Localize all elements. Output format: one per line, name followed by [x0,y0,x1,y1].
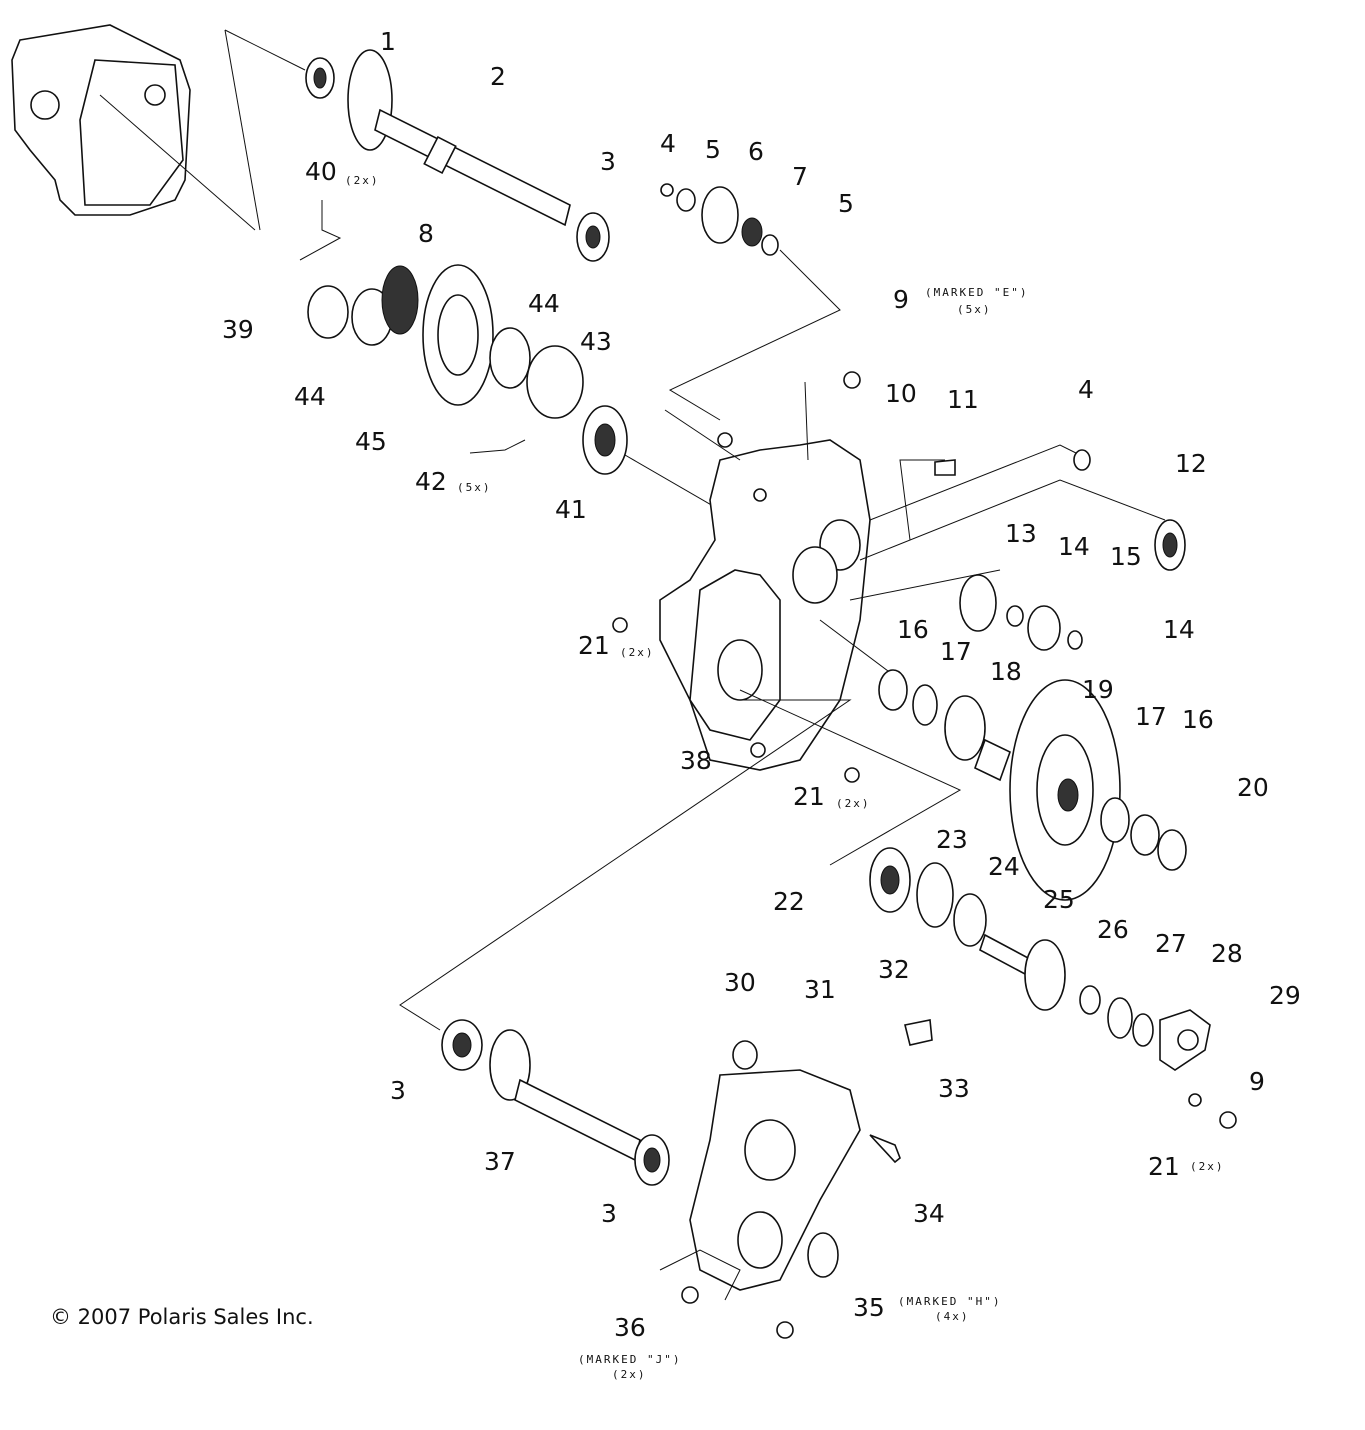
callout-18: 18 [990,657,1022,686]
callout-25: 25 [1043,885,1075,914]
callout-29: 29 [1269,981,1301,1010]
callout-1: 1 [380,27,396,56]
callout-23: 23 [936,825,968,854]
callout-note-40: (2x) [345,174,380,187]
part-right-upper-group [899,449,1186,651]
callout-note2-9a: (5x) [957,303,992,316]
callout-45: 45 [355,427,387,456]
callout-28: 28 [1211,939,1243,968]
callout-6: 6 [748,137,764,166]
part-main-shaft [305,49,610,262]
callout-8: 8 [418,219,434,248]
callout-41: 41 [555,495,587,524]
callout-11: 11 [947,385,979,414]
callout-38: 38 [680,746,712,775]
callout-22: 22 [773,887,805,916]
callout-42: 42 [415,467,447,496]
callout-3c: 3 [601,1199,617,1228]
callout-3a: 3 [600,147,616,176]
callout-3b: 3 [390,1076,406,1105]
callout-34: 34 [913,1199,945,1228]
callout-9a: 9 [893,285,909,314]
callout-12: 12 [1175,449,1207,478]
callout-16b: 16 [1182,705,1214,734]
callout-44a: 44 [528,289,560,318]
callout-21c: 21 [1148,1152,1180,1181]
callout-35: 35 [853,1293,885,1322]
housing-thumbnail [11,24,306,231]
callout-36: 36 [614,1313,646,1342]
callout-17a: 17 [940,637,972,666]
part-bottom-group [441,1019,933,1339]
part-middle-shaft [878,669,1187,901]
callout-15: 15 [1110,542,1142,571]
callout-2: 2 [490,62,506,91]
callout-39: 39 [222,315,254,344]
callout-17b: 17 [1135,702,1167,731]
callout-note-42: (5x) [457,481,492,494]
callout-4a: 4 [660,129,676,158]
callout-37: 37 [484,1147,516,1176]
part-gear-group-top [660,183,841,421]
callout-4b: 4 [1078,375,1094,404]
callout-40: 40 [305,157,337,186]
callout-9b: 9 [1249,1067,1265,1096]
callout-20: 20 [1237,773,1269,802]
callout-13: 13 [1005,519,1037,548]
callout-44b: 44 [294,382,326,411]
callout-note-21c: (2x) [1190,1160,1225,1173]
part-left-bearing-group [299,200,721,511]
callout-note-9a: (MARKED "E") [925,286,1028,299]
part-main-case [399,381,1166,1031]
callout-27: 27 [1155,929,1187,958]
callout-note2-35: (4x) [935,1310,970,1323]
callout-21b: 21 [793,782,825,811]
callout-7: 7 [792,162,808,191]
callout-21a: 21 [578,631,610,660]
callout-note-21b: (2x) [836,797,871,810]
callout-24: 24 [988,852,1020,881]
callout-14b: 14 [1163,615,1195,644]
callout-33: 33 [938,1074,970,1103]
callout-5b: 5 [838,189,854,218]
callout-5a: 5 [705,135,721,164]
callout-30: 30 [724,968,756,997]
callout-14a: 14 [1058,532,1090,561]
part-lower-shaft [869,847,1237,1129]
callout-16a: 16 [897,615,929,644]
callout-note-36: (MARKED "J") [578,1353,681,1366]
callout-note-35: (MARKED "H") [898,1295,1001,1308]
callout-31: 31 [804,975,836,1004]
callout-19: 19 [1082,675,1114,704]
callout-note2-36: (2x) [612,1368,647,1381]
part-dowels [612,371,861,783]
callout-26: 26 [1097,915,1129,944]
callout-43: 43 [580,327,612,356]
callout-note-21a: (2x) [620,646,655,659]
copyright-text: © 2007 Polaris Sales Inc. [50,1305,314,1329]
callout-32: 32 [878,955,910,984]
callout-10: 10 [885,379,917,408]
